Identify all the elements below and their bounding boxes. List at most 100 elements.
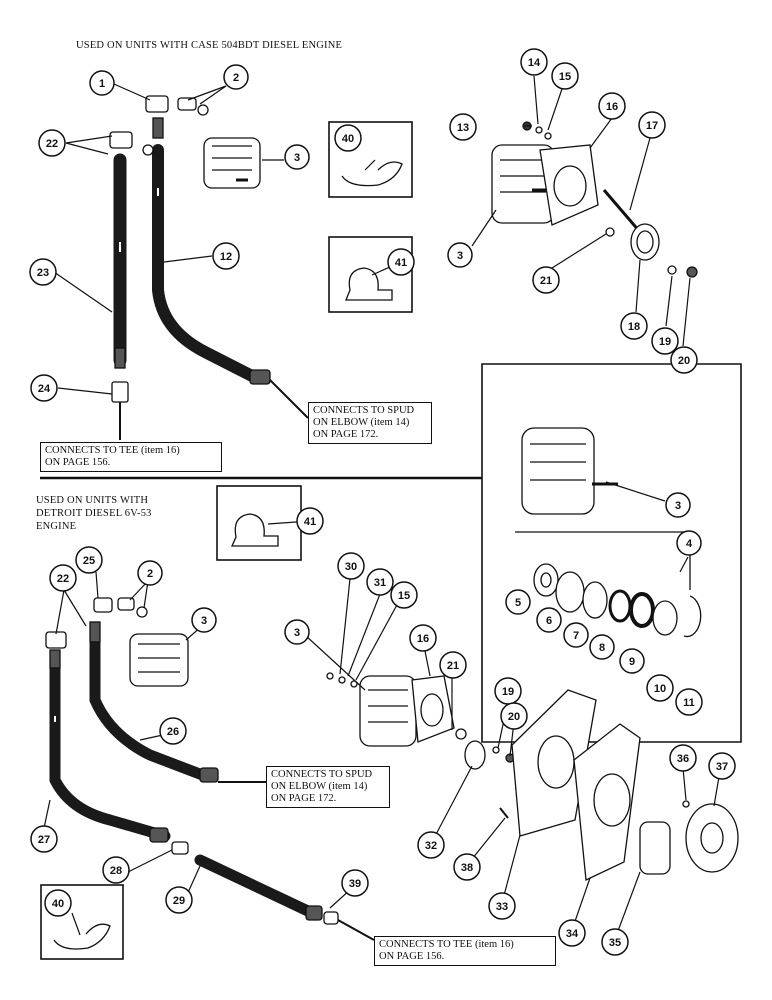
hose-29 <box>194 854 316 918</box>
bubble-14: 14 <box>520 48 548 76</box>
pump-3d <box>129 633 189 687</box>
clamp-41a <box>345 267 393 301</box>
svg-text:12: 12 <box>220 251 232 263</box>
svg-text:28: 28 <box>110 865 122 877</box>
bubble-3e: 3 <box>284 619 310 645</box>
bubble-2a: 2 <box>223 64 249 90</box>
svg-text:9: 9 <box>629 656 635 668</box>
bubble-11: 11 <box>675 688 703 716</box>
bolt-17 <box>602 189 642 233</box>
svg-text:20: 20 <box>508 711 520 723</box>
tie-strap-40b <box>53 923 111 950</box>
bubble-39: 39 <box>341 869 369 897</box>
svg-text:41: 41 <box>304 516 316 528</box>
bubble-15b: 15 <box>390 581 418 609</box>
seal-kit-panel <box>481 363 742 743</box>
seal-10 <box>652 600 678 636</box>
svg-text:3: 3 <box>675 500 681 512</box>
svg-text:27: 27 <box>38 834 50 846</box>
pump-3e <box>359 675 417 747</box>
svg-text:34: 34 <box>566 928 579 940</box>
svg-text:33: 33 <box>496 901 508 913</box>
coupling-35 <box>639 821 671 875</box>
svg-text:2: 2 <box>147 568 153 580</box>
bubble-4: 4 <box>676 530 702 556</box>
bubble-15a: 15 <box>551 62 579 90</box>
bubble-21b: 21 <box>439 651 467 679</box>
ring-6 <box>555 571 585 613</box>
svg-text:40: 40 <box>52 898 64 910</box>
svg-text:41: 41 <box>395 257 407 269</box>
svg-text:21: 21 <box>540 275 552 287</box>
fitting-1 <box>145 95 169 113</box>
svg-text:10: 10 <box>654 683 666 695</box>
bubble-17: 17 <box>638 111 666 139</box>
elbow-25 <box>93 597 113 613</box>
svg-text:37: 37 <box>716 761 728 773</box>
svg-text:39: 39 <box>349 878 361 890</box>
gear-32 <box>464 740 486 770</box>
svg-text:3: 3 <box>294 152 300 164</box>
svg-text:16: 16 <box>417 633 429 645</box>
svg-text:19: 19 <box>659 336 671 348</box>
bubble-19a: 19 <box>651 327 679 355</box>
svg-text:16: 16 <box>606 101 618 113</box>
bubble-18: 18 <box>620 312 648 340</box>
callout-spud-top: CONNECTS TO SPUD ON ELBOW (item 14) ON P… <box>308 402 432 444</box>
callout-spud-bottom: CONNECTS TO SPUD ON ELBOW (item 14) ON P… <box>266 766 390 808</box>
bubble-5: 5 <box>505 589 531 615</box>
hose-27 <box>49 654 171 842</box>
svg-text:29: 29 <box>173 895 185 907</box>
bubble-3a: 3 <box>284 144 310 170</box>
clamp-41b <box>230 513 279 547</box>
bubble-24: 24 <box>30 374 58 402</box>
bubble-32: 32 <box>417 831 445 859</box>
svg-text:19: 19 <box>502 686 514 698</box>
bubble-8: 8 <box>589 634 615 660</box>
svg-text:5: 5 <box>515 597 521 609</box>
ring-8 <box>608 589 632 623</box>
bubble-16a: 16 <box>598 92 626 120</box>
svg-text:23: 23 <box>37 267 49 279</box>
bubble-26: 26 <box>159 717 187 745</box>
section-title-detroit-engine: USED ON UNITS WITH DETROIT DIESEL 6V-53 … <box>36 495 152 532</box>
fitting-24 <box>111 381 129 403</box>
bubble-3b: 3 <box>447 242 473 268</box>
gear-18 <box>630 223 660 261</box>
bubble-28: 28 <box>102 856 130 884</box>
svg-text:25: 25 <box>83 555 95 567</box>
svg-text:17: 17 <box>646 120 658 132</box>
bubble-9: 9 <box>619 648 645 674</box>
svg-text:20: 20 <box>678 355 690 367</box>
svg-text:3: 3 <box>201 615 207 627</box>
bubble-10: 10 <box>646 674 674 702</box>
svg-text:8: 8 <box>599 642 605 654</box>
hose-12 <box>152 144 262 384</box>
bubble-13: 13 <box>449 113 477 141</box>
pump-3a <box>203 137 261 189</box>
svg-text:30: 30 <box>345 561 357 573</box>
bubble-40a: 40 <box>334 124 362 152</box>
bubble-22a: 22 <box>38 129 66 157</box>
bubble-2b: 2 <box>137 560 163 586</box>
svg-text:22: 22 <box>46 138 58 150</box>
svg-text:11: 11 <box>683 697 695 709</box>
svg-text:18: 18 <box>628 321 640 333</box>
svg-text:2: 2 <box>233 72 239 84</box>
tie-strap-box-top <box>328 121 413 198</box>
bubble-27: 27 <box>30 825 58 853</box>
svg-text:3: 3 <box>294 627 300 639</box>
bubble-35: 35 <box>601 928 629 956</box>
bubble-37: 37 <box>708 752 736 780</box>
svg-text:40: 40 <box>342 133 354 145</box>
pump-3c <box>521 427 618 515</box>
bubble-34: 34 <box>558 919 586 947</box>
fitting-39 <box>323 911 339 925</box>
hose-26 <box>89 634 211 782</box>
svg-text:38: 38 <box>461 862 473 874</box>
bubble-19b: 19 <box>494 677 522 705</box>
bubble-29: 29 <box>165 886 193 914</box>
fitting-28 <box>171 841 189 855</box>
svg-text:4: 4 <box>686 538 693 550</box>
